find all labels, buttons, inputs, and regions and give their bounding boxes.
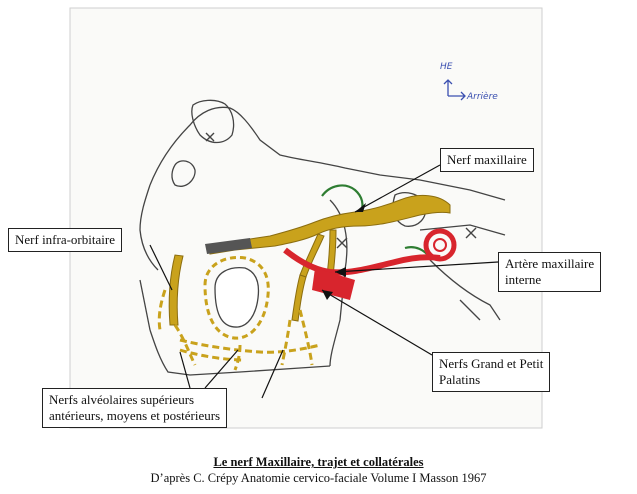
leader-artere [334,261,499,273]
label-nerf-maxillaire: Nerf maxillaire [440,148,534,172]
alveolar-branches [157,289,321,371]
leader-alveolaire-2 [204,349,239,389]
label-nerfs-alveolaires: Nerfs alvéolaires supérieurs antérieurs,… [42,388,228,428]
caption-title: Le nerf Maxillaire, trajet et collatéral… [213,455,424,469]
label-nerf-infra-orbitaire: Nerf infra-orbitaire [8,228,122,252]
leader-nerf-maxillaire [354,164,441,213]
leader-palatins [321,289,433,356]
label-text-line1: Artère maxillaire [505,256,595,271]
leader-lines [149,164,499,399]
x-marks [205,132,477,249]
maxillary-nerve [168,194,451,326]
label-text-line2: Palatins [439,372,481,387]
label-text-line1: Nerfs Grand et Petit [439,356,544,371]
label-text-line1: Nerfs alvéolaires supérieurs [49,392,195,407]
label-artere-maxillaire: Artère maxillaire interne [498,252,602,292]
maxillary-sinus [203,255,270,340]
arrowheads [322,203,366,300]
orientation-arrows [443,79,466,101]
orientation-arriere: Arrière [467,92,498,102]
caption-source: D’après C. Crépy Anatomie cervico-facial… [150,471,487,485]
label-text-line2: interne [505,272,542,287]
label-text: Nerf infra-orbitaire [15,232,115,247]
label-text-line2: antérieurs, moyens et postérieurs [49,408,221,423]
label-text: Nerf maxillaire [447,152,527,167]
leader-alveolaire-1 [179,351,191,389]
orientation-he: HE [440,62,453,72]
leader-infra-orbitaire [149,244,173,291]
label-nerfs-palatins: Nerfs Grand et Petit Palatins [432,352,551,392]
leader-alveolaire-3 [261,349,284,399]
infra-orbital-canal [205,238,252,254]
